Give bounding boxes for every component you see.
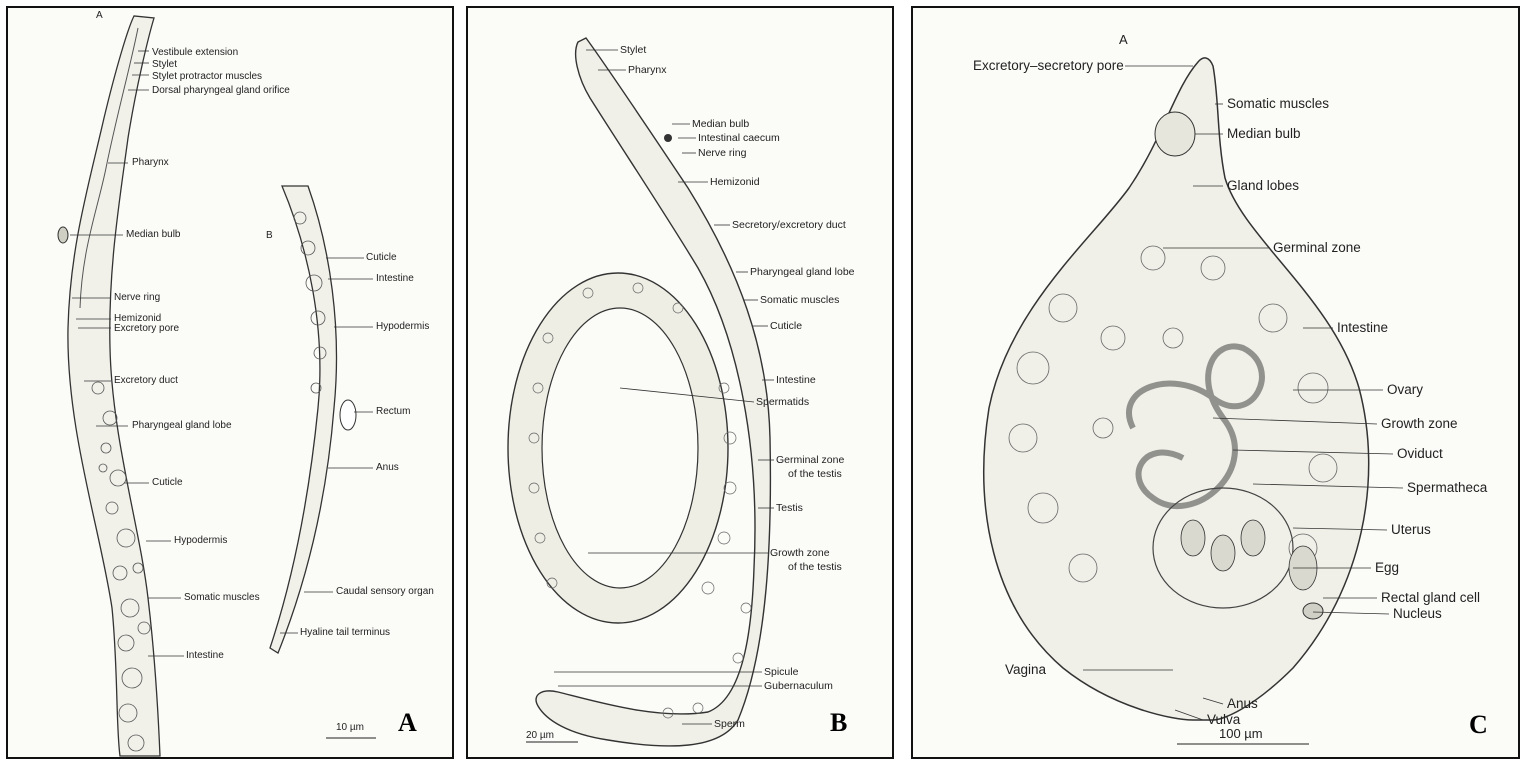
label-b-cuticle: Cuticle	[366, 253, 397, 263]
label-b-caudal-sensory-organ: Caudal sensory organ	[336, 587, 434, 597]
label-median-bulb: Median bulb	[1227, 127, 1301, 141]
label-intestinal-caecum: Intestinal caecum	[698, 133, 780, 144]
label-rectal-gland-cell: Rectal gland cell	[1381, 591, 1480, 605]
panel-letter-c: C	[1469, 710, 1488, 740]
label-b-rectum: Rectum	[376, 407, 410, 417]
label-spermatheca: Spermatheca	[1407, 481, 1487, 495]
label-b-anus: Anus	[376, 463, 399, 473]
label-gubernaculum: Gubernaculum	[764, 681, 833, 692]
label-vagina: Vagina	[1005, 663, 1046, 677]
label-excretory-secretory-pore: Excretory–secretory pore	[973, 59, 1124, 73]
label-germinal-zone: Germinal zone	[1273, 241, 1361, 255]
scale-label-c: 100 µm	[1219, 726, 1263, 741]
label-a-pharyngeal-gland-lobe: Pharyngeal gland lobe	[132, 421, 232, 431]
label-pharyngeal-gland-lobe: Pharyngeal gland lobe	[750, 267, 855, 278]
label-a-pharynx: Pharynx	[132, 158, 169, 168]
panel-b: Stylet Pharynx Median bulb Intestinal ca…	[466, 6, 894, 759]
worm-b-rectum	[340, 400, 356, 430]
label-a-median-bulb: Median bulb	[126, 230, 180, 240]
panel-a-sub-a: A	[96, 10, 103, 21]
label-growth-zone: Growth zone	[1381, 417, 1458, 431]
panel-c-sub-a: A	[1119, 32, 1128, 47]
panel-letter-b: B	[830, 708, 847, 738]
label-somatic-muscles: Somatic muscles	[1227, 97, 1329, 111]
label-ovary: Ovary	[1387, 383, 1423, 397]
label-growth-zone: Growth zone	[770, 548, 830, 559]
label-intestine: Intestine	[776, 375, 816, 386]
worm-a-median-bulb	[58, 227, 68, 243]
label-gland-lobes: Gland lobes	[1227, 179, 1299, 193]
panel-a-drawing	[8, 8, 454, 759]
label-b-intestine: Intestine	[376, 274, 414, 284]
label-a-stylet: Stylet	[152, 60, 177, 70]
female-rectal-gland-cell	[1303, 603, 1323, 619]
label-germinal-zone: Germinal zone	[776, 455, 844, 466]
label-hemizonid: Hemizonid	[710, 177, 760, 188]
label-a-vestibule-extension: Vestibule extension	[152, 48, 238, 58]
label-growth-zone-of-the-testis: of the testis	[788, 562, 842, 573]
label-stylet: Stylet	[620, 45, 646, 56]
female-median-bulb	[1155, 112, 1195, 156]
label-testis: Testis	[776, 503, 803, 514]
label-b-hyaline-tail-terminus: Hyaline tail terminus	[300, 628, 390, 638]
label-nucleus: Nucleus	[1393, 607, 1442, 621]
label-somatic-muscles: Somatic muscles	[760, 295, 839, 306]
label-spermatids: Spermatids	[756, 397, 809, 408]
panel-c: A Excretory–secretory pore Somatic muscl…	[911, 6, 1520, 759]
worm-b-body	[270, 186, 336, 653]
panel-letter-a: A	[398, 708, 417, 738]
panel-b-drawing	[468, 8, 894, 759]
label-vulva: Vulva	[1207, 713, 1240, 727]
label-a-excretory-duct: Excretory duct	[114, 376, 178, 386]
scale-label-b: 20 µm	[526, 730, 554, 741]
worm-male-coil-inner	[542, 308, 698, 588]
label-oviduct: Oviduct	[1397, 447, 1443, 461]
panel-a: A B Vestibule extension Stylet Stylet pr…	[6, 6, 454, 759]
label-a-nerve-ring: Nerve ring	[114, 293, 160, 303]
label-a-intestine: Intestine	[186, 651, 224, 661]
label-egg: Egg	[1375, 561, 1399, 575]
label-a-excretory-pore: Excretory pore	[114, 324, 179, 334]
scale-label-a: 10 µm	[336, 722, 364, 733]
label-a-hypodermis: Hypodermis	[174, 536, 227, 546]
label-b-hypodermis: Hypodermis	[376, 322, 429, 332]
label-a-stylet-protractor-muscles: Stylet protractor muscles	[152, 72, 262, 82]
panel-c-drawing	[913, 8, 1520, 759]
label-nerve-ring: Nerve ring	[698, 148, 746, 159]
label-anus: Anus	[1227, 697, 1258, 711]
label-intestine: Intestine	[1337, 321, 1388, 335]
label-uterus: Uterus	[1391, 523, 1431, 537]
label-median-bulb: Median bulb	[692, 119, 749, 130]
worm-male-median-bulb	[664, 134, 672, 142]
panel-a-sub-b: B	[266, 230, 273, 241]
label-secretory-excretory-duct: Secretory/excretory duct	[732, 220, 846, 231]
female-body-outline	[984, 58, 1369, 720]
label-germinal-zone-of-the-testis: of the testis	[788, 469, 842, 480]
label-a-dorsal-pharyngeal-gland-orifice: Dorsal pharyngeal gland orifice	[152, 86, 290, 96]
label-sperm: Sperm	[714, 719, 745, 730]
label-spicule: Spicule	[764, 667, 798, 678]
worm-a-body	[68, 16, 160, 756]
label-pharynx: Pharynx	[628, 65, 667, 76]
label-cuticle: Cuticle	[770, 321, 802, 332]
label-a-somatic-muscles: Somatic muscles	[184, 593, 260, 603]
label-a-cuticle: Cuticle	[152, 478, 183, 488]
